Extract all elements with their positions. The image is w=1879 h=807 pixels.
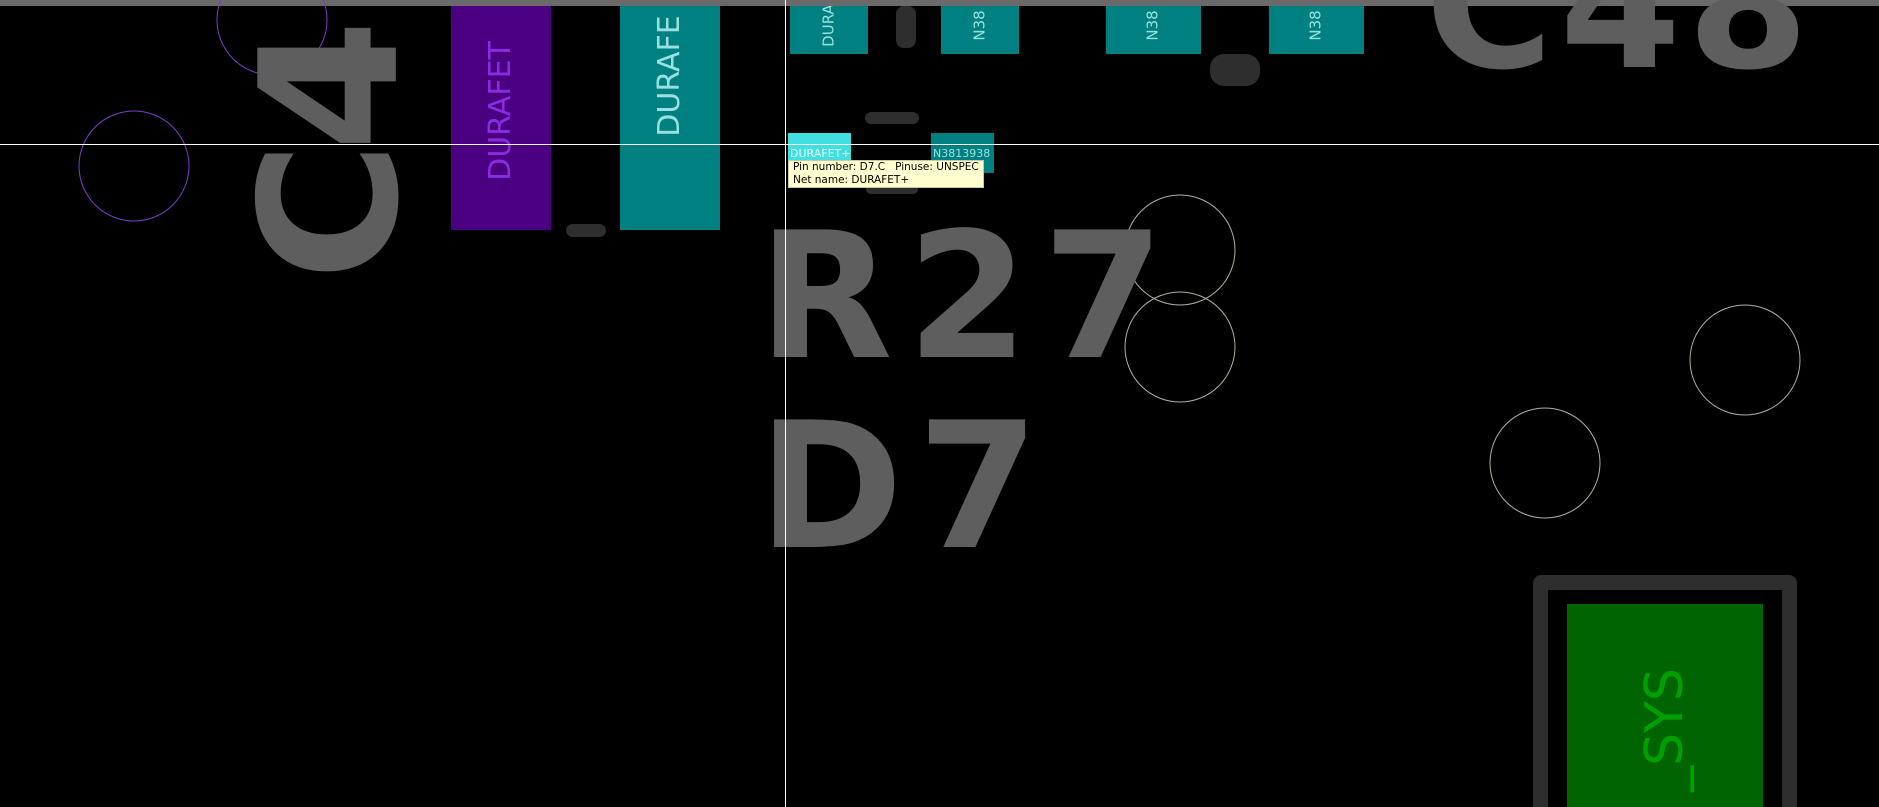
pad-top-n38-3[interactable]: N38 <box>1269 6 1364 54</box>
top-window-border <box>0 0 1879 6</box>
pad-top-n38-1[interactable]: N38 <box>941 6 1019 54</box>
silkscreen-r27: R27 <box>758 196 1179 399</box>
pad-label-top-n38-1: N38 <box>970 10 989 41</box>
slot-4 <box>1210 54 1260 86</box>
pad-label-top-n38-3: N38 <box>1306 10 1325 41</box>
tooltip-net-line: Net name: DURAFET+ <box>793 174 910 186</box>
pad-label-green-sys: _SYS <box>1635 668 1695 792</box>
pad-durafet-plus-highlighted[interactable]: DURAFET+ <box>788 133 851 161</box>
via-r27-lower <box>1124 291 1236 403</box>
slot-1 <box>566 224 606 237</box>
pad-label-durafe-teal: DURAFE <box>652 15 687 137</box>
slot-3 <box>865 112 919 124</box>
pad-label-durafet-plus: DURAFET+ <box>790 147 851 160</box>
slot-2 <box>896 6 916 48</box>
pad-green-sys[interactable]: _SYS <box>1567 604 1763 807</box>
pad-durafet-purple[interactable]: DURAFET <box>451 6 551 230</box>
pad-label-durafet-purple: DURAFET <box>483 41 518 181</box>
pad-top-n38-2[interactable]: N38 <box>1106 6 1201 54</box>
via-purple-left <box>78 110 190 222</box>
tooltip-pin-line: Pin number: D7.C Pinuse: UNSPEC <box>793 161 979 173</box>
silkscreen-c4: C4 <box>219 29 441 281</box>
silkscreen-c48: C48 <box>1425 0 1815 109</box>
pad-top-dura[interactable]: DURA <box>790 6 868 54</box>
pad-label-top-dura: DURA <box>819 6 838 47</box>
slot-5 <box>866 184 918 194</box>
via-right-lower <box>1489 407 1601 519</box>
crosshair-horizontal <box>0 144 1879 145</box>
pad-label-top-n38-2: N38 <box>1143 10 1162 41</box>
via-purple-top <box>216 0 328 76</box>
pin-info-tooltip: Pin number: D7.C Pinuse: UNSPEC Net name… <box>788 160 984 188</box>
pad-label-n3813938: N3813938 <box>933 147 991 160</box>
crosshair-vertical <box>785 0 786 807</box>
via-r27-upper <box>1124 194 1236 306</box>
silkscreen-d7: D7 <box>758 386 1054 589</box>
via-right-upper <box>1689 304 1801 416</box>
pad-durafe-teal[interactable]: DURAFE <box>620 6 720 230</box>
